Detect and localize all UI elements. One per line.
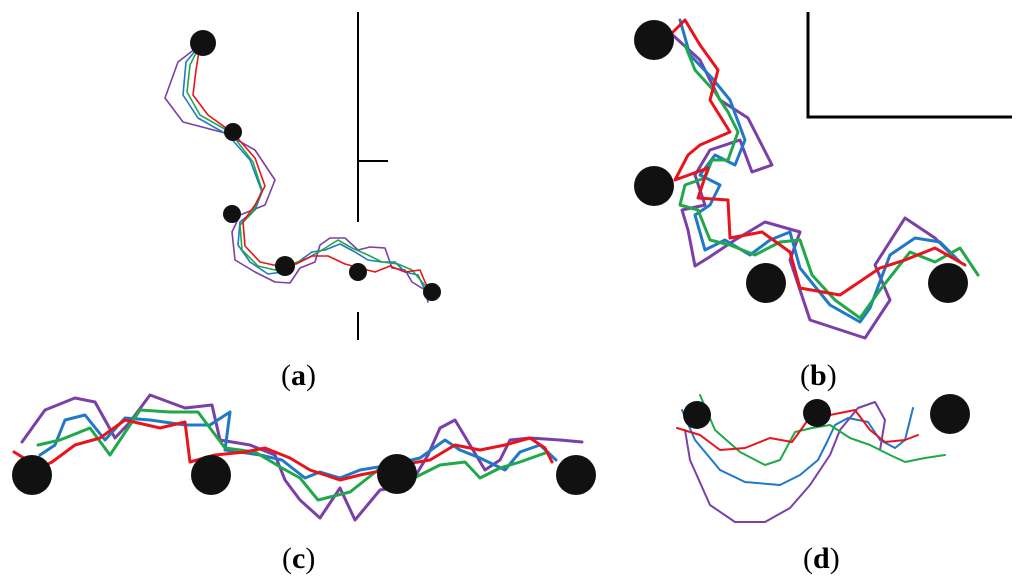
obstacle-a-5 [349, 263, 367, 281]
obstacle-a-4 [275, 256, 295, 276]
obstacle-c-3 [377, 454, 417, 494]
trajectories-b [663, 18, 980, 340]
trajectory-green-a [186, 44, 432, 293]
obstacle-b-4 [928, 263, 968, 303]
obstacle-b-3 [746, 263, 786, 303]
trajectory-blue-b [678, 18, 962, 324]
trajectory-green-d [699, 394, 946, 466]
panel-label-c: (c) [282, 542, 315, 575]
trajectory-blue-c [38, 410, 558, 480]
trajectory-red-b [668, 18, 967, 297]
obstacles-c [12, 454, 596, 495]
panel-label-a: (a) [281, 359, 316, 392]
obstacle-c-4 [556, 455, 596, 495]
panel-d: (d) [676, 394, 970, 575]
panel-c: (c) [12, 393, 596, 575]
trajectory-red-c [12, 418, 554, 482]
panel-label-b: (b) [800, 359, 837, 392]
obstacles-d [683, 394, 970, 434]
obstacles-b [634, 20, 968, 303]
obstacle-c-1 [12, 455, 52, 495]
obstacle-a-1 [190, 30, 216, 56]
trajectory-purple-d [684, 401, 886, 523]
panel-a: (a) [164, 12, 441, 392]
obstacle-c-2 [191, 455, 231, 495]
scale-bar-b [806, 12, 1012, 119]
trajectory-green-b [678, 43, 980, 320]
trajectories-d [676, 394, 946, 523]
trajectory-green-c [36, 408, 550, 502]
trajectory-purple-b [663, 26, 957, 340]
trajectory-blue-d [681, 407, 914, 486]
obstacle-d-3 [930, 394, 970, 434]
obstacle-a-2 [224, 123, 242, 141]
trajectory-purple-c [20, 393, 584, 522]
obstacle-d-1 [683, 401, 711, 429]
obstacles-a [190, 30, 441, 301]
scale-bar-a [357, 12, 388, 340]
obstacle-a-3 [223, 205, 241, 223]
obstacle-d-2 [803, 399, 831, 427]
trajectories-a [164, 44, 432, 303]
obstacle-a-6 [423, 283, 441, 301]
trajectories-c [12, 393, 584, 522]
obstacle-b-2 [634, 166, 674, 206]
panel-b: (b) [634, 12, 1012, 392]
obstacle-b-1 [634, 20, 674, 60]
panel-label-d: (d) [803, 542, 840, 575]
